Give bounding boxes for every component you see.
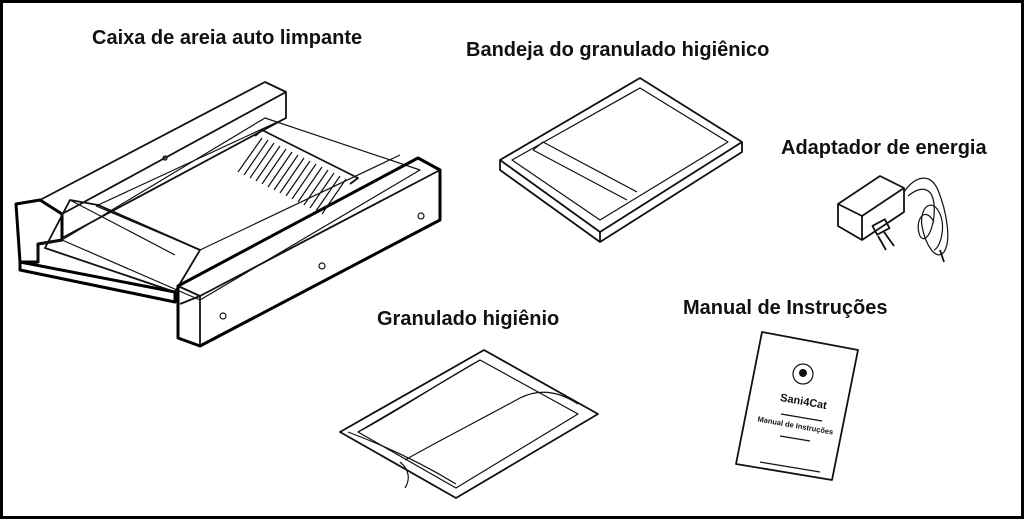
label-adapter: Adaptador de energia [781,137,987,159]
litter-box-illustration [14,81,442,348]
manual-illustration: Sani4Cat Manual de Instruções [735,331,859,481]
label-manual: Manual de Instruções [683,297,888,319]
label-tray: Bandeja do granulado higiênico [466,39,770,61]
label-granules: Granulado higiênio [377,308,560,330]
granules-bag-illustration [339,349,599,499]
tray-illustration [499,77,743,243]
label-litter-box: Caixa de areia auto limpante [92,27,363,49]
adapter-illustration [837,175,949,263]
manual-logo-icon [792,363,814,385]
manual-subtitle: Manual de Instruções [757,414,834,436]
manual-brand: Sani4Cat [779,392,828,412]
